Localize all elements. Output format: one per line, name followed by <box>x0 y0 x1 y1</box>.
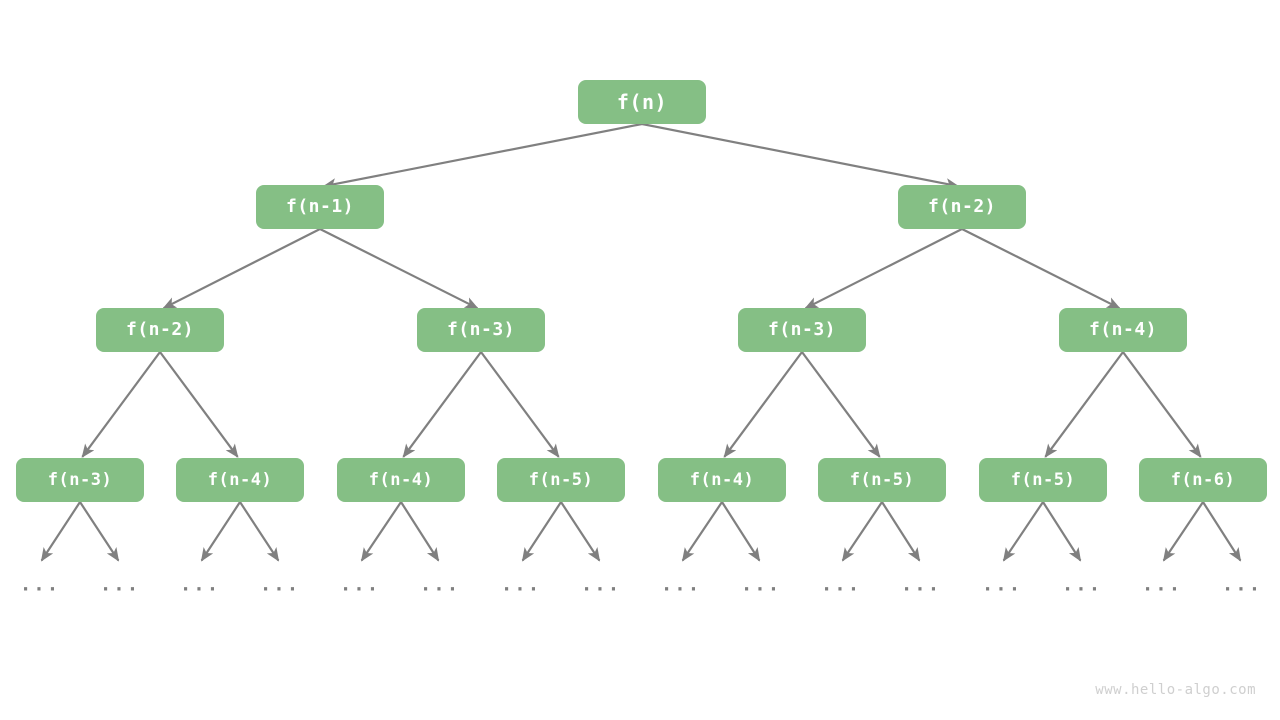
tree-node-label: f(n-5) <box>528 469 594 490</box>
tree-edge <box>1122 351 1202 458</box>
tree-node-label: f(n-2) <box>927 196 997 217</box>
tree-edge <box>159 351 239 458</box>
ellipsis-marker: ... <box>740 573 782 596</box>
tree-edge <box>801 351 881 458</box>
leaf-edge <box>1042 501 1082 562</box>
tree-node-label: f(n-1) <box>285 196 355 217</box>
tree-node-l3n1[interactable]: f(n-4) <box>176 458 304 502</box>
ellipsis-marker: ... <box>1141 573 1183 596</box>
tree-node-label: f(n-4) <box>689 469 755 490</box>
watermark: www.hello-algo.com <box>1095 682 1256 698</box>
leaf-edge <box>200 501 241 562</box>
tree-node-label: f(n-4) <box>1088 319 1158 340</box>
tree-node-l3n6[interactable]: f(n-5) <box>979 458 1107 502</box>
ellipsis-marker: ... <box>900 573 942 596</box>
tree-edge <box>81 351 161 458</box>
tree-node-l1n1[interactable]: f(n-2) <box>898 185 1026 229</box>
leaf-edge <box>1202 501 1242 562</box>
ellipsis-marker: ... <box>99 573 141 596</box>
tree-node-l3n4[interactable]: f(n-4) <box>658 458 786 502</box>
ellipsis-marker: ... <box>820 573 862 596</box>
leaf-edge <box>721 501 761 562</box>
tree-node-label: f(n-3) <box>767 319 837 340</box>
tree-node-label: f(n-4) <box>368 469 434 490</box>
leaf-edge <box>1162 501 1204 562</box>
leaf-edge <box>881 501 921 562</box>
leaf-edge <box>360 501 402 562</box>
tree-node-l1n0[interactable]: f(n-1) <box>256 185 384 229</box>
tree-node-label: f(n-3) <box>446 319 516 340</box>
tree-edge <box>480 351 560 458</box>
leaf-edge <box>79 501 120 562</box>
leaf-edge <box>239 501 280 562</box>
ellipsis-marker: ... <box>660 573 702 596</box>
ellipsis-marker: ... <box>981 573 1023 596</box>
ellipsis-marker: ... <box>259 573 301 596</box>
tree-node-l2n0[interactable]: f(n-2) <box>96 308 224 352</box>
leaf-edge <box>40 501 81 562</box>
tree-node-l2n3[interactable]: f(n-4) <box>1059 308 1187 352</box>
tree-edge <box>961 228 1121 310</box>
tree-edge <box>322 122 643 190</box>
tree-edge <box>804 228 963 310</box>
tree-edge <box>319 228 479 310</box>
leaf-edge <box>400 501 440 562</box>
tree-node-label: f(n-6) <box>1170 469 1236 490</box>
tree-node-label: f(n-3) <box>47 469 113 490</box>
tree-edge <box>641 122 960 190</box>
tree-node-l3n0[interactable]: f(n-3) <box>16 458 144 502</box>
leaf-edge <box>560 501 601 562</box>
tree-edge <box>723 351 803 458</box>
ellipsis-marker: ... <box>500 573 542 596</box>
ellipsis-marker: ... <box>19 573 61 596</box>
tree-node-label: f(n-4) <box>207 469 273 490</box>
tree-edge <box>1044 351 1124 458</box>
leaf-edge-group <box>40 501 1242 562</box>
tree-node-l3n5[interactable]: f(n-5) <box>818 458 946 502</box>
tree-node-l0n0[interactable]: f(n) <box>578 80 706 124</box>
tree-node-l2n1[interactable]: f(n-3) <box>417 308 545 352</box>
tree-node-label: f(n-2) <box>125 319 195 340</box>
leaf-edge <box>841 501 883 562</box>
ellipsis-marker: ... <box>1061 573 1103 596</box>
tree-node-l2n2[interactable]: f(n-3) <box>738 308 866 352</box>
ellipsis-marker: ... <box>580 573 622 596</box>
ellipsis-marker: ... <box>419 573 461 596</box>
leaf-edge <box>681 501 723 562</box>
tree-node-l3n3[interactable]: f(n-5) <box>497 458 625 502</box>
ellipsis-marker: ... <box>339 573 381 596</box>
ellipsis-marker: ... <box>1221 573 1263 596</box>
tree-node-label: f(n-5) <box>849 469 915 490</box>
tree-node-label: f(n) <box>616 90 668 114</box>
tree-edge-group <box>81 122 1202 458</box>
tree-edge <box>402 351 482 458</box>
leaf-edge <box>1002 501 1044 562</box>
tree-node-l3n2[interactable]: f(n-4) <box>337 458 465 502</box>
ellipsis-marker: ... <box>179 573 221 596</box>
tree-node-l3n7[interactable]: f(n-6) <box>1139 458 1267 502</box>
leaf-edge <box>521 501 562 562</box>
tree-node-label: f(n-5) <box>1010 469 1076 490</box>
tree-edge <box>162 228 321 310</box>
